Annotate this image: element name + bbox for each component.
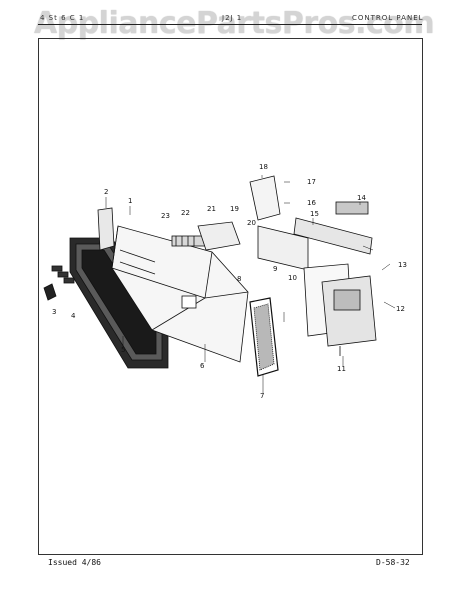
callout-6: 6 (200, 362, 205, 370)
callout-16: 16 (307, 199, 316, 207)
header-model: 4 St 6 C 1 (40, 14, 85, 22)
callout-23: 23 (161, 212, 170, 220)
button-parts (51, 265, 75, 284)
watermark: AppliancePartsPros.com (34, 6, 435, 41)
callout-9: 9 (273, 265, 277, 273)
connector-part (335, 201, 369, 215)
callout-18: 18 (259, 163, 268, 171)
callout-10: 10 (288, 274, 297, 282)
callout-8: 8 (237, 275, 241, 283)
callout-22: 22 (181, 209, 190, 217)
header-section-title: CONTROL PANEL (352, 14, 424, 22)
callout-15: 15 (310, 210, 319, 218)
cover-part (249, 175, 281, 221)
timer-part (303, 263, 377, 356)
console-part (111, 225, 249, 363)
leader-lines (105, 175, 396, 393)
header-rule (38, 24, 422, 25)
callout-7: 7 (260, 392, 264, 400)
callout-14: 14 (357, 194, 366, 202)
callout-3: 3 (52, 308, 56, 316)
callout-5: 5 (121, 346, 125, 354)
callout-13: 13 (398, 261, 407, 269)
front-panel-part (69, 237, 169, 369)
callout-2: 2 (104, 188, 108, 196)
callout-11: 11 (337, 365, 346, 373)
grille-part (249, 297, 279, 377)
callout-1: 1 (128, 197, 132, 205)
footer-issued: Issued 4/86 (48, 558, 101, 567)
knob-part (43, 283, 57, 301)
callout-17: 17 (307, 178, 316, 186)
diagram-frame (38, 38, 423, 555)
callout-12: 12 (396, 305, 405, 313)
callout-19: 19 (230, 205, 239, 213)
callout-20: 20 (247, 219, 256, 227)
callout-21: 21 (207, 205, 216, 213)
switch-parts (171, 235, 207, 247)
rail-parts (257, 217, 373, 271)
footer-page-code: D-58-32 (376, 558, 410, 567)
header-code: J2J 1 (222, 14, 243, 22)
end-bracket-part (97, 207, 115, 251)
bracket-part (197, 221, 241, 251)
callout-4: 4 (71, 312, 76, 320)
